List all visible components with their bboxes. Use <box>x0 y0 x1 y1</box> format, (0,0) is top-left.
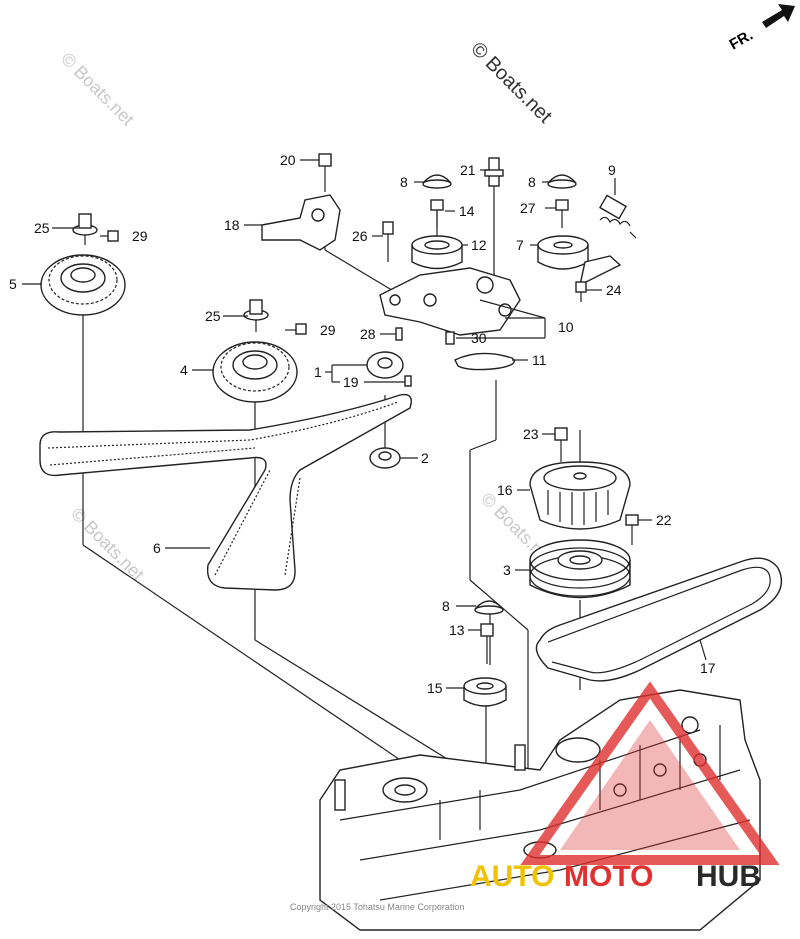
cam-sprocket-5 <box>40 254 126 316</box>
copyright-notice: Copyright 2015 Tohatsu Marine Corporatio… <box>290 902 464 912</box>
spring-9 <box>599 194 637 239</box>
brand-part3: HUB <box>696 860 761 893</box>
callout-19: 19 <box>343 374 359 390</box>
cap-8c <box>474 600 504 615</box>
tensioner-plate-10 <box>379 267 521 336</box>
spacer-15 <box>463 677 507 707</box>
triangle-icon <box>520 681 780 865</box>
pin-29a <box>107 230 119 242</box>
callout-6: 6 <box>153 540 161 556</box>
callout-9: 9 <box>608 162 616 178</box>
cam-sprocket-4 <box>212 341 298 403</box>
v-belt-17 <box>535 557 783 682</box>
arrow-icon <box>762 4 795 28</box>
o-ring-11 <box>454 352 515 371</box>
callout-8: 8 <box>400 174 408 190</box>
callout-26: 26 <box>352 228 368 244</box>
callout-4: 4 <box>180 362 188 378</box>
crank-pulley-3 <box>529 539 631 599</box>
callout-20: 20 <box>280 152 296 168</box>
key-19 <box>404 375 412 387</box>
callout-8: 8 <box>528 174 536 190</box>
direction-label: FR. <box>727 27 756 54</box>
callout-5: 5 <box>9 276 17 292</box>
bolt-25b <box>243 299 269 332</box>
callout-24: 24 <box>606 282 622 298</box>
idler-pulley-7 <box>537 235 622 287</box>
bolt-24 <box>575 281 587 302</box>
pin-30 <box>445 331 455 345</box>
bolt-25a <box>72 213 98 245</box>
callout-30: 30 <box>471 330 487 346</box>
crank-sprocket-1 <box>366 351 404 379</box>
callout-27: 27 <box>520 200 536 216</box>
stud-21 <box>484 157 504 187</box>
cap-8a <box>422 174 452 189</box>
callout-3: 3 <box>503 562 511 578</box>
callout-29: 29 <box>132 228 148 244</box>
callout-leaders <box>22 159 707 689</box>
bracket-18 <box>261 194 341 251</box>
callout-23: 23 <box>523 426 539 442</box>
watermark-main: © Boats.net <box>466 38 556 128</box>
callout-21: 21 <box>460 162 476 178</box>
callout-8: 8 <box>442 598 450 614</box>
engine-block <box>319 689 761 931</box>
bolt-27 <box>555 199 569 228</box>
callout-25: 25 <box>34 220 50 236</box>
callout-18: 18 <box>224 217 240 233</box>
collar-12 <box>411 235 463 270</box>
callout-13: 13 <box>449 622 465 638</box>
bolt-26 <box>382 221 394 262</box>
brand-logo: AUTO MOTO HUB <box>470 681 780 893</box>
callout-29: 29 <box>320 322 336 338</box>
bolt-20 <box>318 153 332 192</box>
bolt-23 <box>554 427 568 462</box>
callout-7: 7 <box>516 237 524 253</box>
callout-14: 14 <box>459 203 475 219</box>
callout-22: 22 <box>656 512 672 528</box>
watermark-faint: © Boats.net <box>67 504 148 585</box>
bolt-14 <box>430 199 444 228</box>
callout-1: 1 <box>314 364 322 380</box>
bolt-22 <box>625 514 639 545</box>
callout-15: 15 <box>427 680 443 696</box>
callout-10: 10 <box>558 319 574 335</box>
callout-labels: 25 29 5 25 29 4 1 19 28 2 6 20 18 26 8 2… <box>9 152 716 696</box>
callout-16: 16 <box>497 482 513 498</box>
watermark-faint: © Boats.net <box>57 49 138 130</box>
brand-part2: MOTO <box>564 860 653 893</box>
callout-12: 12 <box>471 237 487 253</box>
callout-17: 17 <box>700 660 716 676</box>
sprocket-2 <box>369 447 401 469</box>
cap-8b <box>547 174 577 189</box>
bolt-13 <box>480 623 494 664</box>
flywheel-cover-16 <box>529 461 631 530</box>
callout-2: 2 <box>421 450 429 466</box>
pin-29b <box>295 323 307 335</box>
callout-28: 28 <box>360 326 376 342</box>
callout-25: 25 <box>205 308 221 324</box>
timing-belt <box>39 393 412 591</box>
pin-28 <box>395 327 403 341</box>
front-direction-indicator: FR. <box>727 4 795 54</box>
brand-part1: AUTO <box>470 860 554 893</box>
callout-11: 11 <box>532 352 547 368</box>
